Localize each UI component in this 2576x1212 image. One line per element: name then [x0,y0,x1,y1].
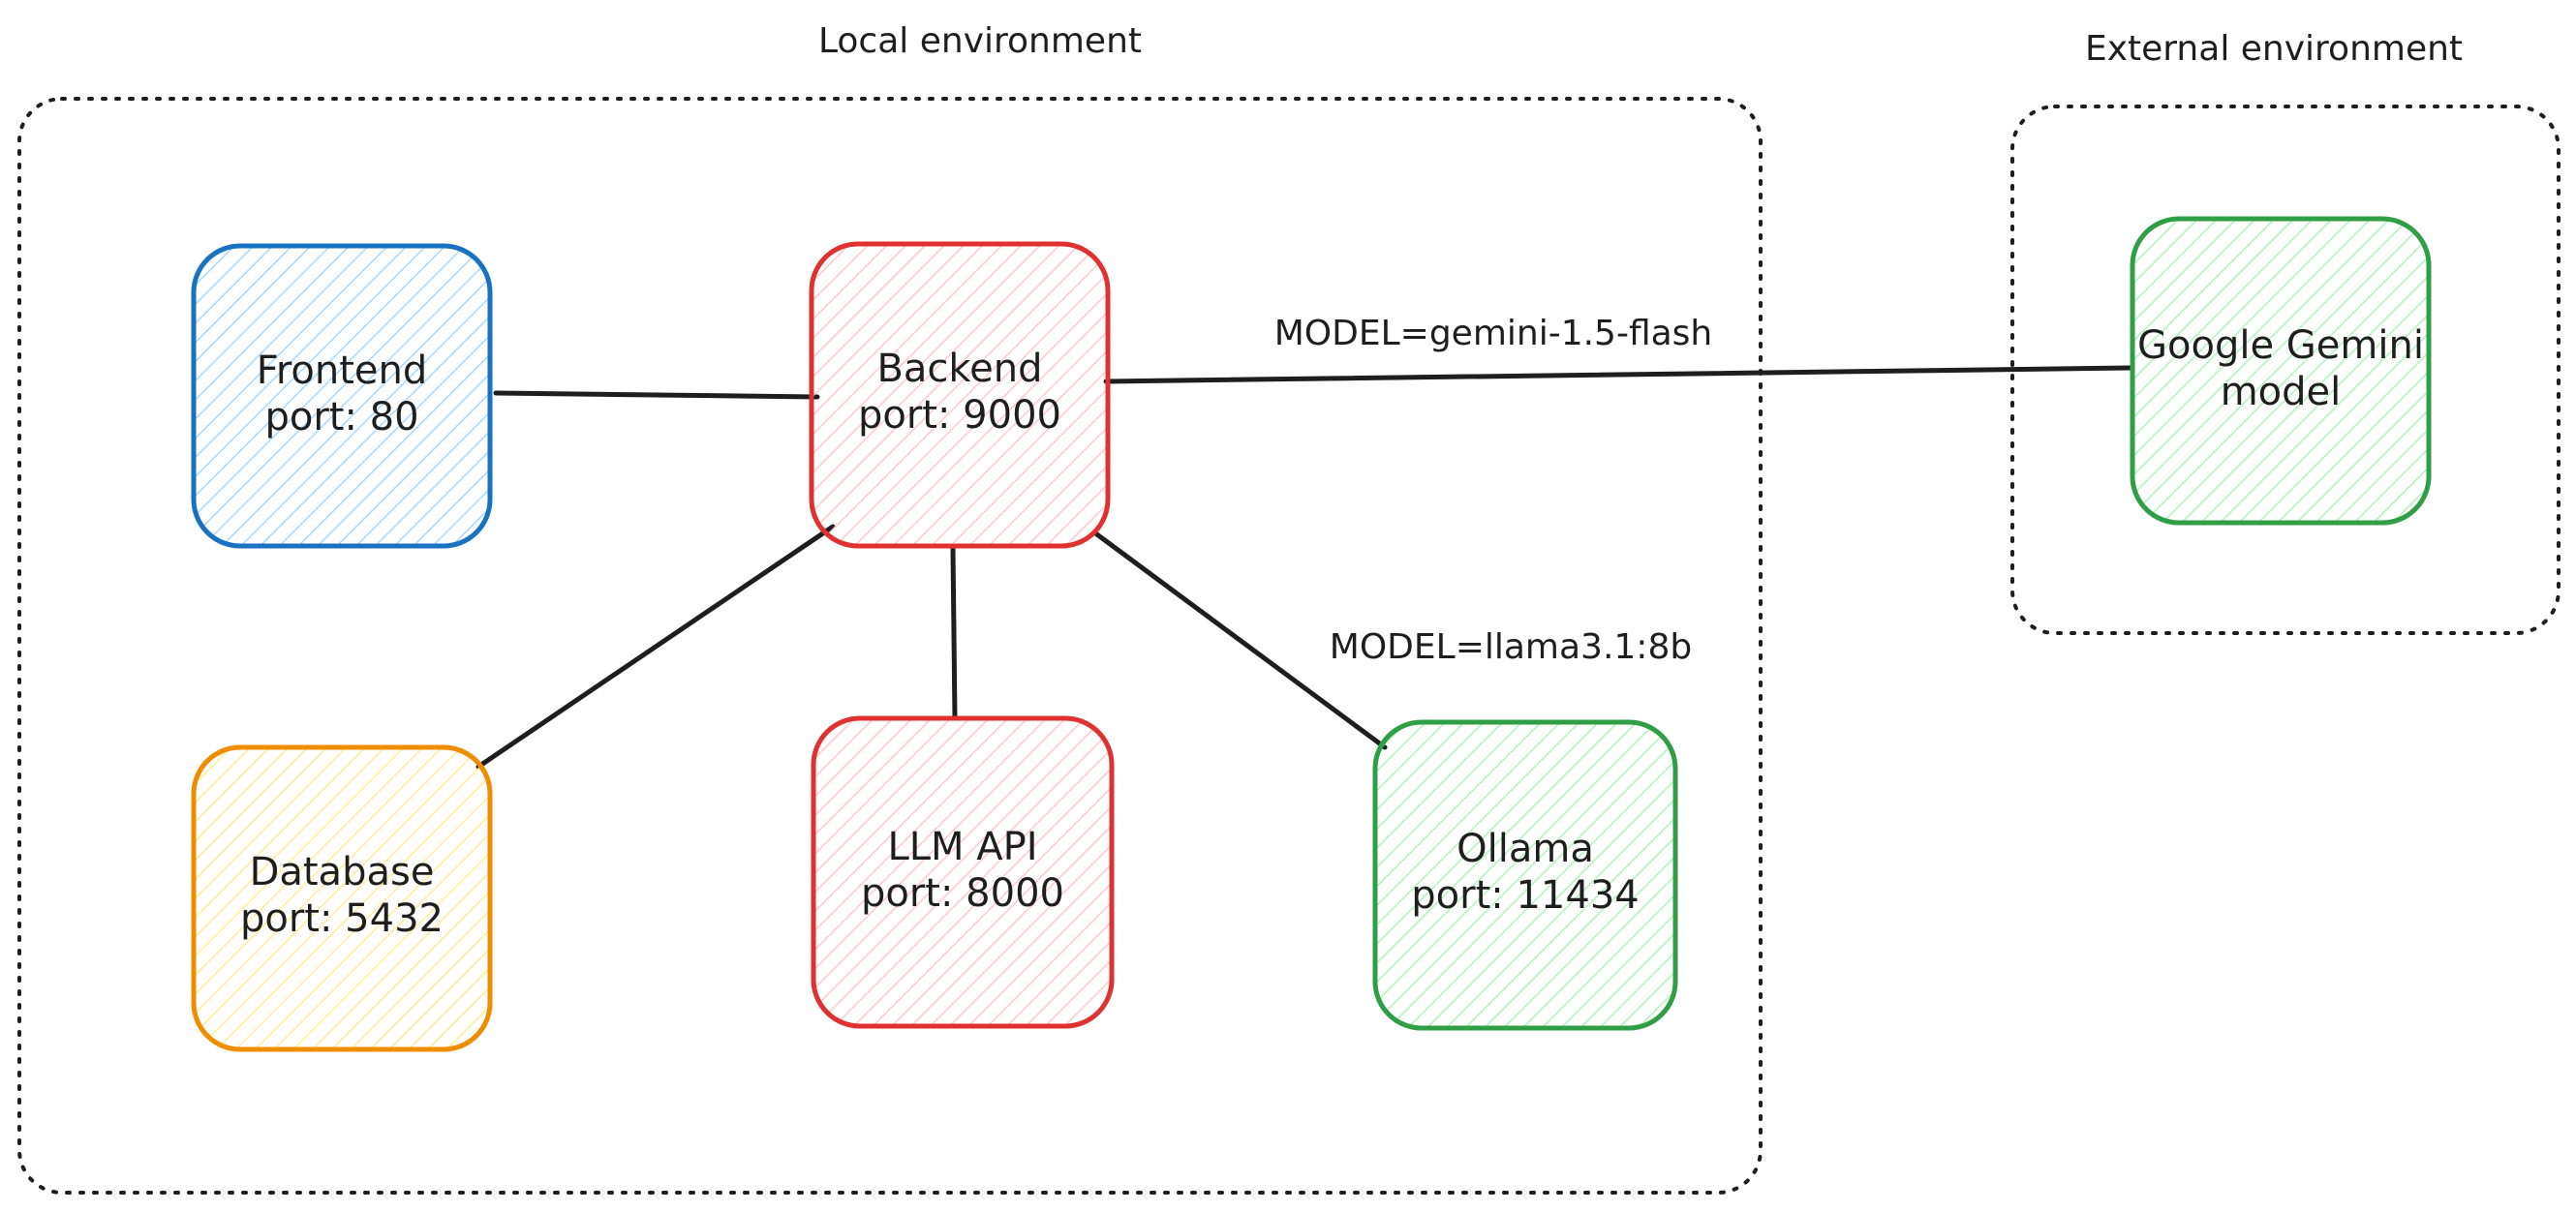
database-box [191,744,493,1052]
node-ollama[interactable]: Ollama port: 11434 [1372,719,1678,1031]
frontend-port: port: 80 [264,395,418,439]
llm-api-box [811,715,1115,1029]
frontend-box [191,243,493,549]
edge-label-ollama-model: MODEL=llama3.1:8b [1330,627,1692,667]
connections: MODEL=gemini-1.5-flash MODEL=llama3.1:8b [475,314,2133,770]
node-database[interactable]: Database port: 5432 [191,744,493,1052]
node-frontend[interactable]: Frontend port: 80 [191,243,493,549]
backend-title: Backend [876,347,1042,391]
external-environment-group: External environment [2010,29,2561,635]
external-environment-box [2010,105,2561,635]
llm-api-port: port: 8000 [861,871,1064,916]
gemini-title: Google Gemini [2137,323,2424,368]
gemini-subtitle: model [2221,370,2342,414]
edge-frontend-backend [493,390,820,400]
local-environment-label: Local environment [818,21,1142,61]
frontend-title: Frontend [257,348,428,393]
backend-port: port: 9000 [858,393,1061,438]
database-port: port: 5432 [240,896,444,941]
ollama-box [1372,719,1678,1031]
node-llm-api[interactable]: LLM API port: 8000 [811,715,1115,1029]
database-title: Database [250,850,435,894]
ollama-title: Ollama [1457,827,1594,871]
edge-label-gemini-model: MODEL=gemini-1.5-flash [1274,314,1713,353]
local-environment-box [17,97,1763,1195]
ollama-port: port: 11434 [1411,873,1639,918]
gemini-box [2130,216,2432,526]
backend-box [809,241,1111,549]
local-environment-group: Local environment [17,21,1763,1195]
node-backend[interactable]: Backend port: 9000 [809,241,1111,549]
external-environment-label: External environment [2085,29,2463,69]
node-gemini[interactable]: Google Gemini model [2130,216,2432,526]
edge-backend-database [475,524,836,770]
edge-backend-ollama [1091,530,1388,750]
llm-api-title: LLM API [887,825,1037,869]
edge-backend-gemini [1103,365,2133,384]
edge-backend-llm-api [950,545,958,721]
